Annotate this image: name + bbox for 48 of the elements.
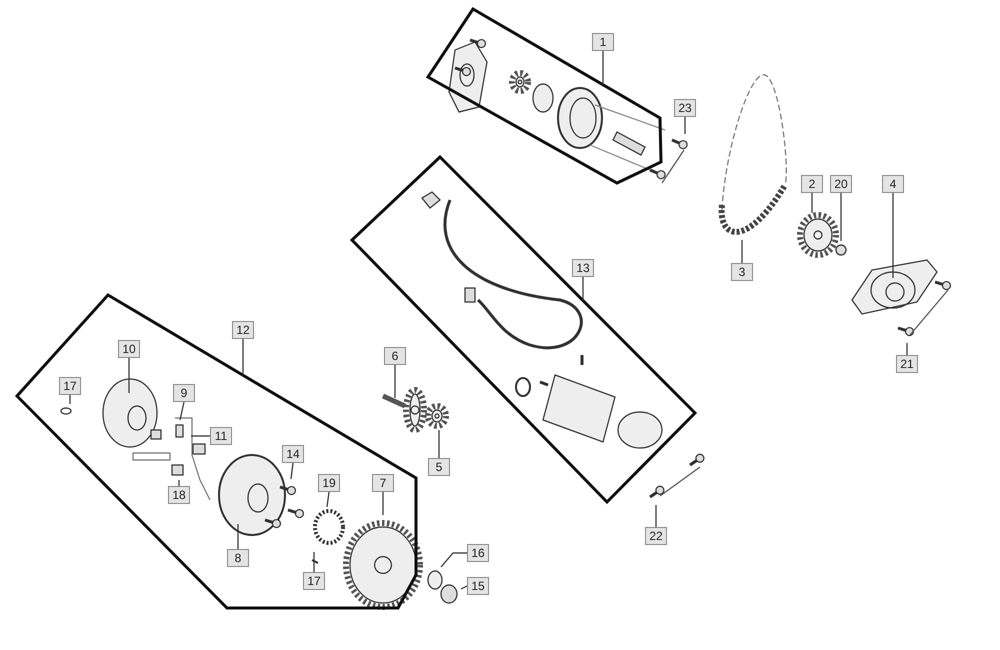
leader-line [840,193,842,241]
leader-line [326,492,330,508]
callout-number: 14 [282,445,304,463]
callout-number: 16 [467,544,489,562]
leader-line [394,365,396,398]
leader-line [892,193,894,278]
leader-line [811,193,813,213]
callout-number: 3 [731,263,753,281]
callout-number: 12 [232,321,254,339]
leader-line [906,343,908,355]
leader-line [460,585,468,590]
leader-line [741,240,743,263]
callout-number: 19 [318,474,340,492]
callout-number: 11 [210,427,232,445]
callout-number: 13 [572,259,594,277]
callout-number: 5 [428,458,450,476]
callout-number: 18 [168,486,190,504]
leader-line [602,51,604,85]
leader-line [438,430,440,458]
leader-line [290,462,294,480]
callout-number: 1 [592,33,614,51]
leader-line [582,277,584,301]
leader-line [313,552,315,572]
leader-line [237,524,239,549]
callout-number: 6 [384,347,406,365]
callout-number: 22 [645,527,667,545]
callout-number: 10 [118,340,140,358]
leader-line [382,492,384,515]
callout-number: 15 [467,577,489,595]
callout-number: 2 [801,175,823,193]
leader-line [440,552,467,568]
leader-line [178,480,180,486]
leader-line [191,435,210,437]
leader-line [179,402,185,420]
callout-number: 17 [59,377,81,395]
callout-number: 23 [674,99,696,117]
leader-line [684,117,686,134]
callout-number: 4 [882,175,904,193]
leader-line [69,395,71,404]
callout-number: 7 [372,474,394,492]
leader-line [128,358,130,393]
callout-number: 9 [173,384,195,402]
callout-number: 21 [896,355,918,373]
leader-line [242,339,244,376]
callout-number: 20 [830,175,852,193]
callout-number: 17 [303,572,325,590]
leader-line [655,505,657,527]
callout-number: 8 [227,549,249,567]
